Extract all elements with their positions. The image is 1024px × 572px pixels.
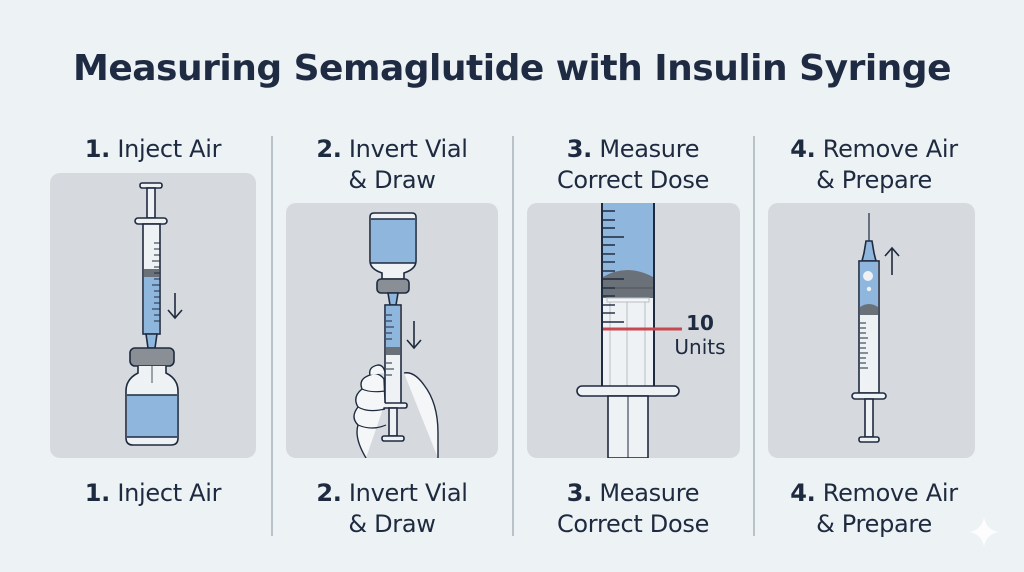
down-arrow-icon [406,321,422,350]
remove-air-syringe-illustration [851,213,900,443]
step-4-caption: 4. Remove Air & Prepare [763,478,985,540]
step-number: 4. [790,135,816,163]
step-3-illustration-panel: 10 Units [527,203,740,458]
column-divider [753,136,755,536]
step-caption-line2: & Prepare [816,510,932,538]
column-divider [512,136,514,536]
step-title: Invert Vial [348,135,468,163]
dose-value: 10 [686,311,714,335]
step-number: 3. [566,135,593,163]
step-caption-line2: & Draw [348,510,436,538]
page-title: Measuring Semaglutide with Insulin Syrin… [73,48,951,89]
invert-vial-draw-illustration [353,212,439,458]
step-caption: Measure [599,479,700,507]
step-1-illustration-panel [50,173,256,458]
step-caption: Remove Air [822,479,958,507]
step-3-heading: 3. Measure Correct Dose [522,134,744,196]
step-1-heading: 1. Inject Air [50,134,256,165]
up-arrow-icon [884,246,900,275]
step-2-illustration-panel [286,203,498,458]
step-number: 3. [566,479,593,507]
step-1-caption: 1. Inject Air [50,478,256,509]
step-number: 1. [84,479,111,507]
step-title: Measure [599,135,700,163]
step-4-heading: 4. Remove Air & Prepare [763,134,985,196]
step-3-caption: 3. Measure Correct Dose [522,478,744,540]
step-title-line2: Correct Dose [556,166,710,194]
step-number: 4. [790,479,816,507]
step-caption: Inject Air [117,479,222,507]
syringe-into-vial-illustration [125,182,183,446]
down-arrow-icon [167,293,183,320]
step-title: Remove Air [822,135,958,163]
step-caption: Invert Vial [348,479,468,507]
step-title-line2: & Prepare [816,166,932,194]
step-number: 2. [316,479,342,507]
sparkle-icon [969,517,999,547]
step-number: 1. [84,135,111,163]
step-caption-line2: Correct Dose [556,510,710,538]
step-4-illustration-panel [768,203,975,458]
dose-measurement-closeup-illustration [576,203,682,458]
step-2-heading: 2. Invert Vial & Draw [281,134,503,196]
step-title-line2: & Draw [348,166,436,194]
dose-unit: Units [674,335,726,359]
step-2-caption: 2. Invert Vial & Draw [281,478,503,540]
step-number: 2. [316,135,342,163]
dose-label: 10 Units [655,311,740,359]
step-title: Inject Air [117,135,222,163]
column-divider [271,136,273,536]
